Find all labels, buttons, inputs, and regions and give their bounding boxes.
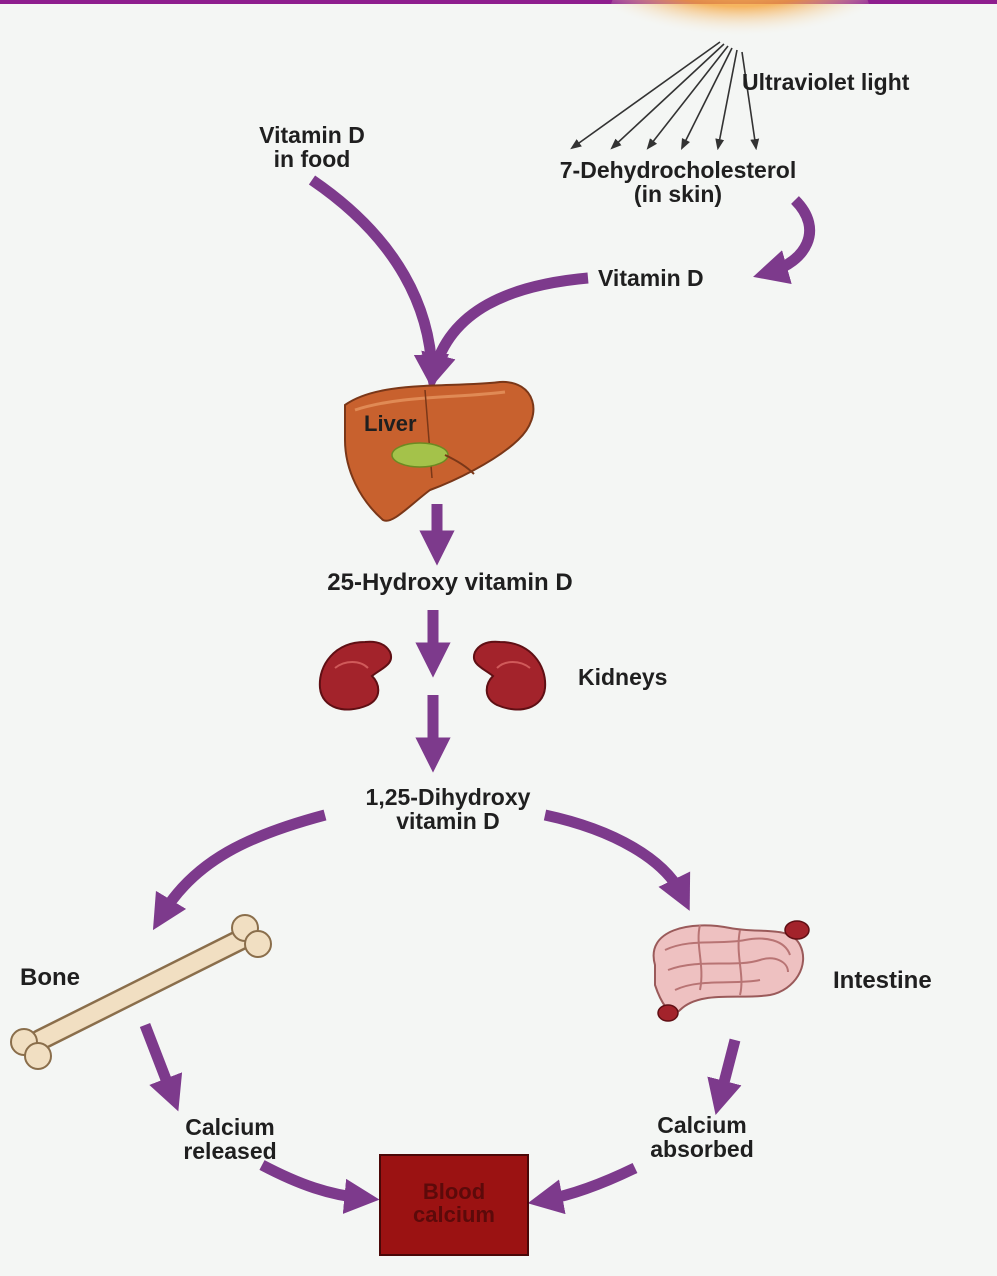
label-calcium-absorbed: Calcium absorbed [612, 1113, 792, 1161]
label-bone: Bone [20, 965, 80, 990]
label-blood-calcium: Blood calcium [380, 1180, 528, 1226]
liver-organ [345, 382, 533, 521]
arrow-food-to-liver [312, 180, 432, 372]
left-kidney [320, 642, 391, 710]
bone-image [11, 915, 271, 1069]
label-kidneys: Kidneys [578, 665, 667, 689]
arrow-bone-to-released [145, 1025, 172, 1095]
intestine-image [654, 921, 809, 1021]
label-ultraviolet-light: Ultraviolet light [742, 70, 909, 94]
arrow-intestine-to-absorbed [720, 1040, 735, 1098]
label-vitamin-d-in-food: Vitamin D in food [222, 123, 402, 171]
arrow-125oh-to-bone [162, 815, 325, 915]
sun [610, 0, 870, 74]
arrow-skin-to-vitd [770, 200, 810, 272]
arrow-vitd-to-liver [434, 278, 588, 372]
right-kidney [474, 642, 545, 710]
arrow-absorbed-to-blood [545, 1168, 635, 1200]
label-vitamin-d: Vitamin D [598, 266, 704, 290]
label-liver: Liver [364, 412, 417, 435]
label-intestine: Intestine [833, 968, 932, 993]
label-1-25-dihydroxy-vitamin-d: 1,25-Dihydroxy vitamin D [318, 785, 578, 833]
label-7-dehydrocholesterol: 7-Dehydrocholesterol (in skin) [488, 158, 868, 206]
arrow-released-to-blood [262, 1165, 362, 1198]
label-25-hydroxy-vitamin-d: 25-Hydroxy vitamin D [260, 570, 640, 595]
pathway-arrows [145, 180, 810, 1200]
label-calcium-released: Calcium released [150, 1115, 310, 1163]
